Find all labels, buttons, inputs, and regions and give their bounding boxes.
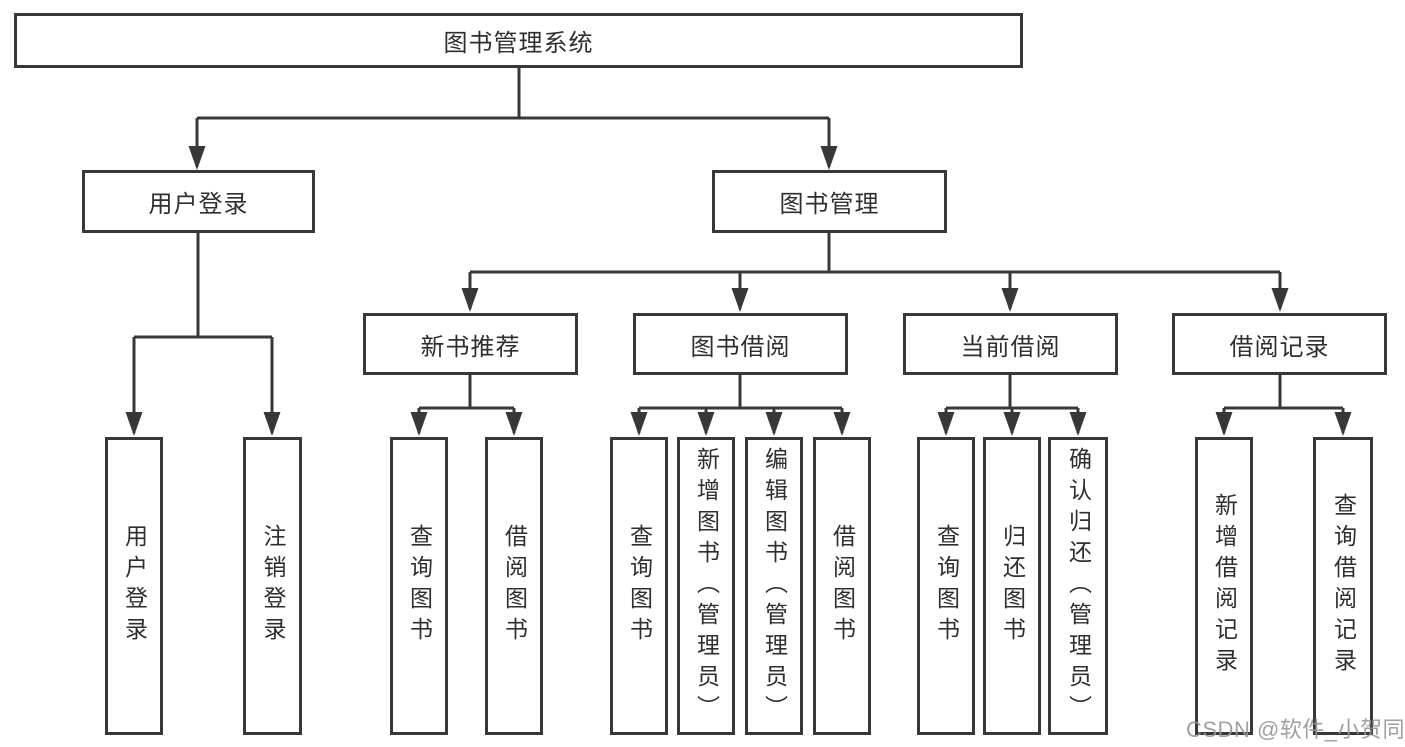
leaf-current-return-book: 归还图书 — [983, 437, 1041, 735]
node-current-borrow: 当前借阅 — [903, 313, 1118, 375]
leaf-borrow-query-book: 查询图书 — [610, 437, 668, 735]
node-book-management-label: 图书管理 — [779, 191, 880, 218]
node-new-book-recommend: 新书推荐 — [363, 313, 578, 375]
leaf-newbook-query-label: 查询图书 — [406, 524, 433, 648]
leaf-current-confirm-return-admin-label: 确认归还（管理员） — [1065, 446, 1092, 726]
leaf-current-query-book-label: 查询图书 — [933, 524, 960, 648]
leaf-newbook-borrow: 借阅图书 — [485, 437, 543, 735]
leaf-current-return-book-label: 归还图书 — [999, 524, 1026, 648]
leaf-records-add-label: 新增借阅记录 — [1211, 493, 1238, 679]
leaf-borrow-add-book-admin: 新增图书（管理员） — [677, 437, 735, 735]
leaf-current-confirm-return-admin: 确认归还（管理员） — [1048, 437, 1108, 735]
leaf-records-add: 新增借阅记录 — [1195, 437, 1253, 735]
node-user-login: 用户登录 — [82, 170, 315, 233]
node-borrow-records: 借阅记录 — [1172, 313, 1387, 375]
leaf-borrow-borrow-book: 借阅图书 — [813, 437, 871, 735]
leaf-user-login: 用户登录 — [105, 437, 163, 735]
node-book-borrow-label: 图书借阅 — [690, 333, 791, 361]
node-user-login-label: 用户登录 — [148, 191, 249, 218]
leaf-logout-label: 注销登录 — [260, 524, 286, 648]
node-new-book-recommend-label: 新书推荐 — [420, 333, 521, 361]
leaf-records-query: 查询借阅记录 — [1313, 437, 1373, 735]
leaf-user-login-label: 用户登录 — [121, 524, 148, 648]
leaf-current-query-book: 查询图书 — [917, 437, 975, 735]
leaf-records-query-label: 查询借阅记录 — [1330, 493, 1357, 679]
leaf-newbook-query: 查询图书 — [390, 437, 448, 735]
leaf-borrow-borrow-book-label: 借阅图书 — [829, 524, 856, 648]
arrowheads — [125, 146, 1352, 436]
node-book-management: 图书管理 — [712, 170, 947, 233]
leaf-logout: 注销登录 — [243, 437, 302, 735]
leaf-borrow-query-book-label: 查询图书 — [626, 524, 653, 648]
node-borrow-records-label: 借阅记录 — [1229, 333, 1330, 361]
node-root-label: 图书管理系统 — [443, 30, 594, 57]
node-book-borrow: 图书借阅 — [633, 313, 848, 375]
leaf-borrow-add-book-admin-label: 新增图书（管理员） — [693, 446, 720, 726]
leaf-borrow-edit-book-admin: 编辑图书（管理员） — [745, 437, 803, 735]
leaf-newbook-borrow-label: 借阅图书 — [501, 524, 528, 648]
csdn-watermark: CSDN @软件_小贺同学 — [1186, 717, 1405, 742]
node-current-borrow-label: 当前借阅 — [960, 333, 1061, 361]
node-root-system: 图书管理系统 — [14, 13, 1023, 68]
leaf-borrow-edit-book-admin-label: 编辑图书（管理员） — [761, 446, 788, 726]
